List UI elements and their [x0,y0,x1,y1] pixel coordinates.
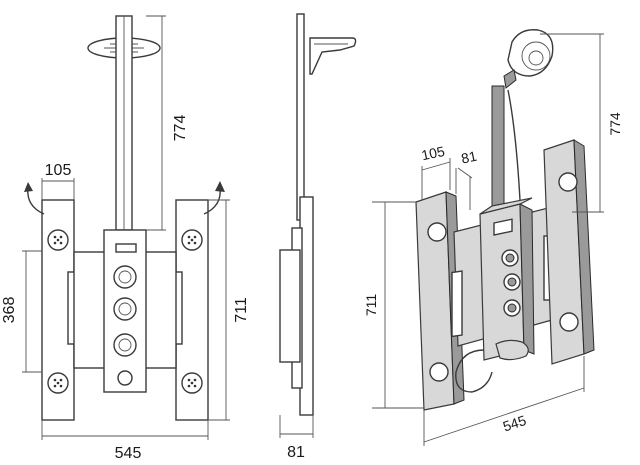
dim-label-545: 545 [115,445,142,462]
iso-dim-label-81: 81 [460,148,479,167]
iso-dim-label-774: 774 [607,112,623,136]
iso-dim-label-545: 545 [501,412,528,435]
dim-total-height: 711 [208,199,250,421]
dim-total-width: 545 [41,420,209,462]
iso-right-lower-jet [559,312,579,332]
iso-hose-loop [455,349,493,393]
iso-left-handle [451,270,463,338]
dim-arm-height: 774 [146,15,189,231]
tub-spout [117,370,133,386]
dim-label-711: 711 [233,297,250,323]
iso-left-lower-jet [429,362,449,382]
iso-dim-arm-height: 774 [540,33,623,213]
dim-label-774: 774 [172,115,189,142]
control-knob-3 [113,333,137,357]
dim-jet-spacing: 368 [1,250,42,373]
shower-hose [507,89,521,201]
iso-dim-label-711: 711 [363,294,379,317]
side-arm-pipe [296,13,305,221]
control-column [103,229,147,393]
display-window [115,243,137,253]
front-view: 774 105 368 711 545 [1,15,250,462]
slide-bar [491,85,505,207]
iso-dim-panel-width: 105 [420,143,451,200]
iso-left-upper-jet [427,222,447,242]
isometric-view: 105 81 774 711 545 [363,29,623,446]
iso-right-upper-jet [558,172,578,192]
dim-label-105: 105 [45,162,72,179]
iso-dim-label-105: 105 [420,143,446,164]
dim-label-368: 368 [1,297,18,324]
side-view: 81 [279,13,357,461]
hand-shower-grip [503,69,517,89]
hand-shower-head [507,29,554,77]
dim-panel-width: 105 [41,162,75,200]
dim-label-81: 81 [287,444,305,461]
iso-display-window [493,218,513,236]
control-knob-1 [113,265,137,289]
side-handle-profile [279,249,301,363]
iso-dim-total-width: 545 [423,356,585,446]
iso-dim-total-height: 711 [363,201,424,409]
iso-tub-spout [495,339,529,361]
side-shower-head [309,37,357,75]
iso-dim-depth: 81 [455,148,479,210]
control-knob-2 [113,297,137,321]
dim-side-depth: 81 [279,415,314,461]
